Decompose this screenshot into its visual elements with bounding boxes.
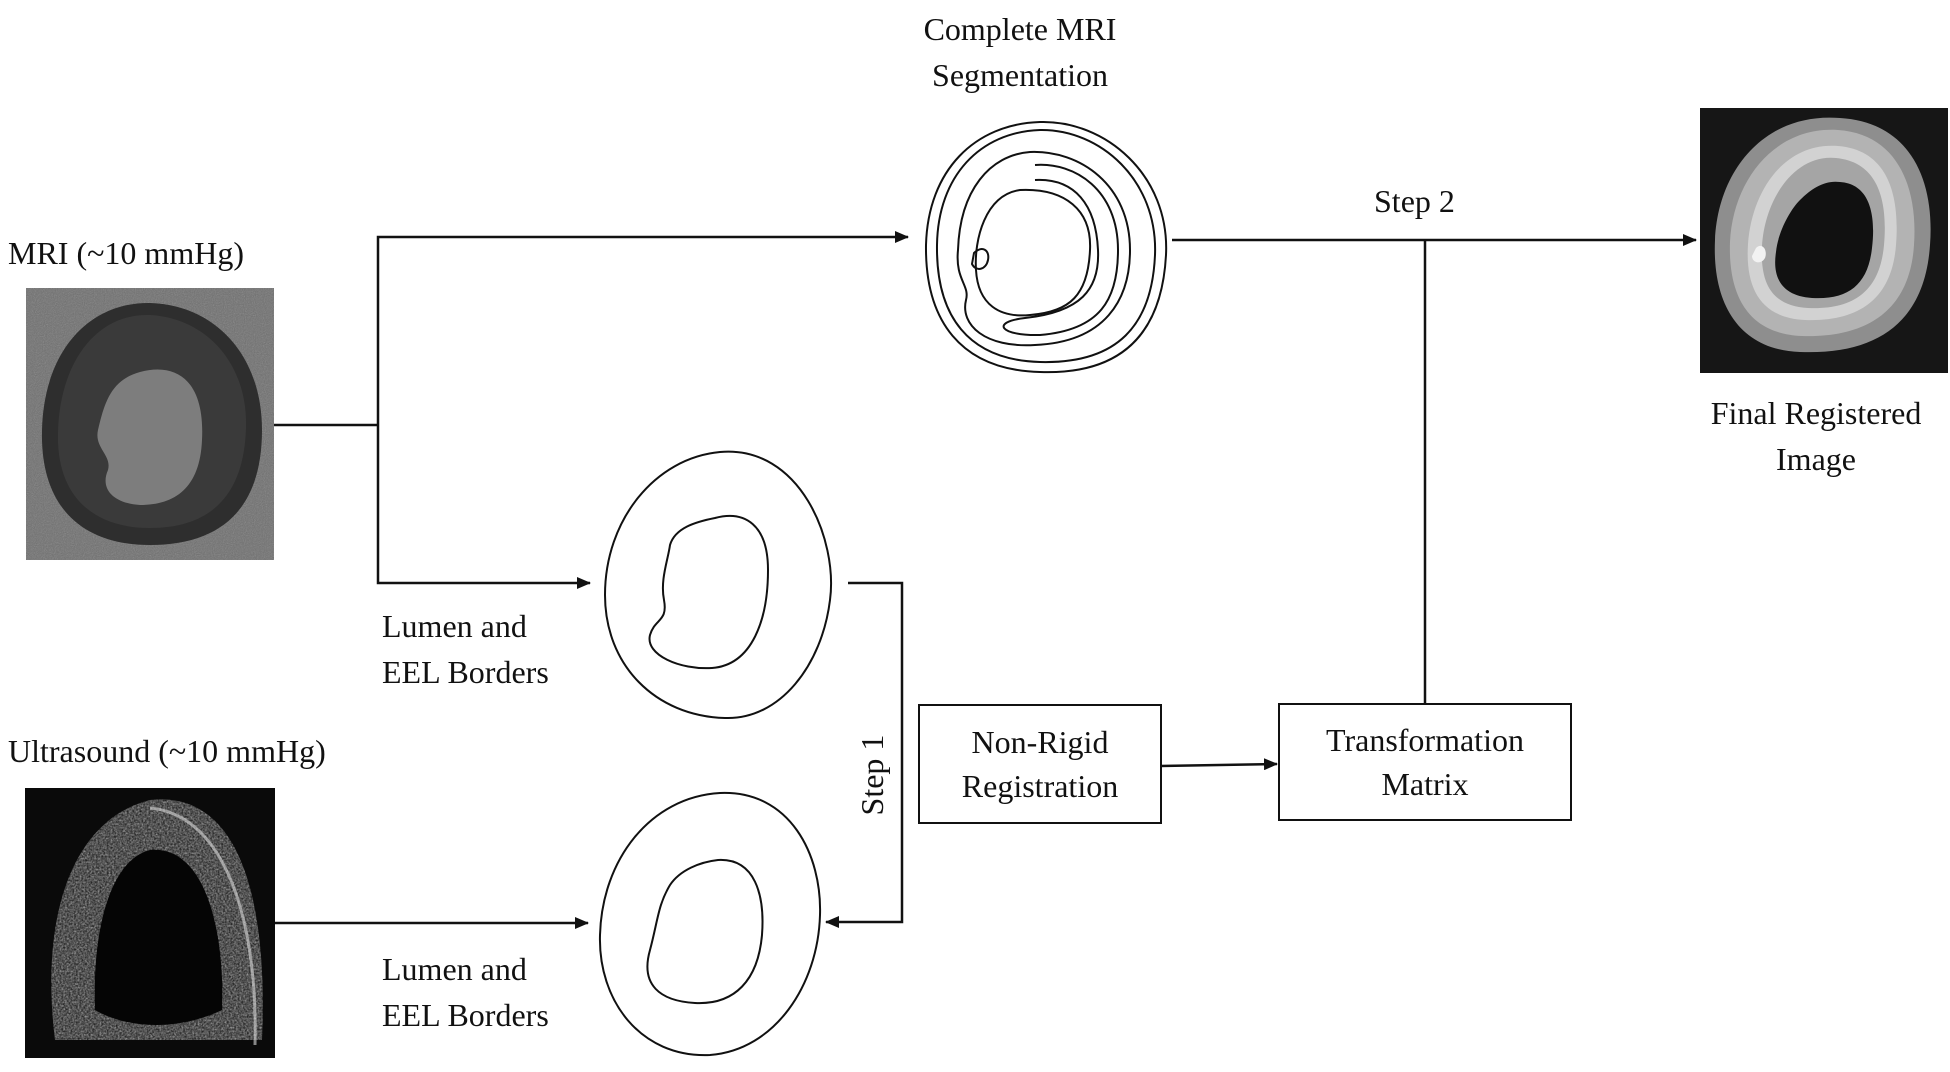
final-image-label: Final Registered Image [1680, 390, 1950, 482]
transformation-box: Transformation Matrix [1278, 703, 1572, 821]
step2-label: Step 2 [1374, 183, 1455, 219]
connector-lines [274, 231, 1697, 929]
registration-box-line2: Registration [961, 768, 1119, 804]
ultrasound-image [25, 788, 275, 1058]
segmentation-contours [924, 120, 1168, 374]
borders-label-us-line2: EEL Borders [382, 997, 549, 1033]
borders-label-mri: Lumen and EEL Borders [382, 603, 549, 695]
borders-contour-mri [603, 450, 832, 720]
borders-label-us-line1: Lumen and [382, 951, 527, 987]
segmentation-title-line2: Segmentation [932, 57, 1108, 93]
final-registered-image [1700, 108, 1948, 373]
borders-label-mri-line2: EEL Borders [382, 654, 549, 690]
segmentation-title: Complete MRI Segmentation [880, 6, 1160, 98]
borders-contour-us [598, 791, 822, 1057]
mri-image [26, 288, 274, 560]
final-image-label-line2: Image [1776, 441, 1856, 477]
final-image-label-line1: Final Registered [1710, 395, 1922, 431]
transformation-box-line2: Matrix [1381, 766, 1469, 802]
borders-label-mri-line1: Lumen and [382, 608, 527, 644]
registration-box-line1: Non-Rigid [971, 724, 1109, 760]
mri-input-label: MRI (~10 mmHg) [8, 235, 244, 271]
borders-label-us: Lumen and EEL Borders [382, 946, 549, 1038]
transformation-box-line1: Transformation [1326, 722, 1524, 758]
segmentation-title-line1: Complete MRI [923, 11, 1117, 47]
ultrasound-input-label: Ultrasound (~10 mmHg) [8, 733, 326, 769]
registration-box: Non-Rigid Registration [918, 704, 1162, 824]
step1-label: Step 1 [854, 734, 890, 816]
